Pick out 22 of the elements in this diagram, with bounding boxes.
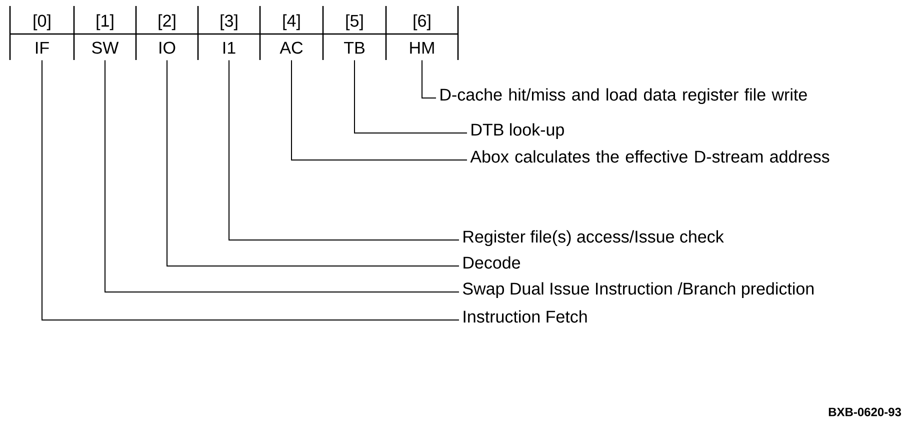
leader-line [354,60,468,134]
stage-description: Swap Dual Issue Instruction /Branch prediction [462,282,814,298]
pipeline-stage: [6] HM [410,14,434,54]
stage-description: Decode [464,256,520,269]
leader-line [42,60,460,320]
stage-description: DTB look-up [472,123,564,140]
pipeline-stage: [2] IO [158,14,176,54]
leader-line [166,60,460,266]
figure-id: BXB-0620-93 [828,408,902,416]
leader-line [228,60,460,240]
stage-description: D-cache hit/miss and load data register file write [440,88,807,104]
pipeline-stage: [5] TB [344,14,364,54]
leader-line [422,60,436,98]
leader-line [291,60,468,160]
stage-description: Abox calculates the effective D-stream address [470,150,830,163]
stage-description: Instruction Fetch [464,310,587,323]
pipeline-stage: [1] SW [92,14,119,54]
leader-line [104,60,460,292]
pipeline-stage: [3] I1 [220,14,238,54]
pipeline-stage: [4] AC [280,14,303,54]
pipeline-stage: [0] IF [34,14,50,54]
stage-description: Register file(s) access/Issue check [464,230,724,246]
